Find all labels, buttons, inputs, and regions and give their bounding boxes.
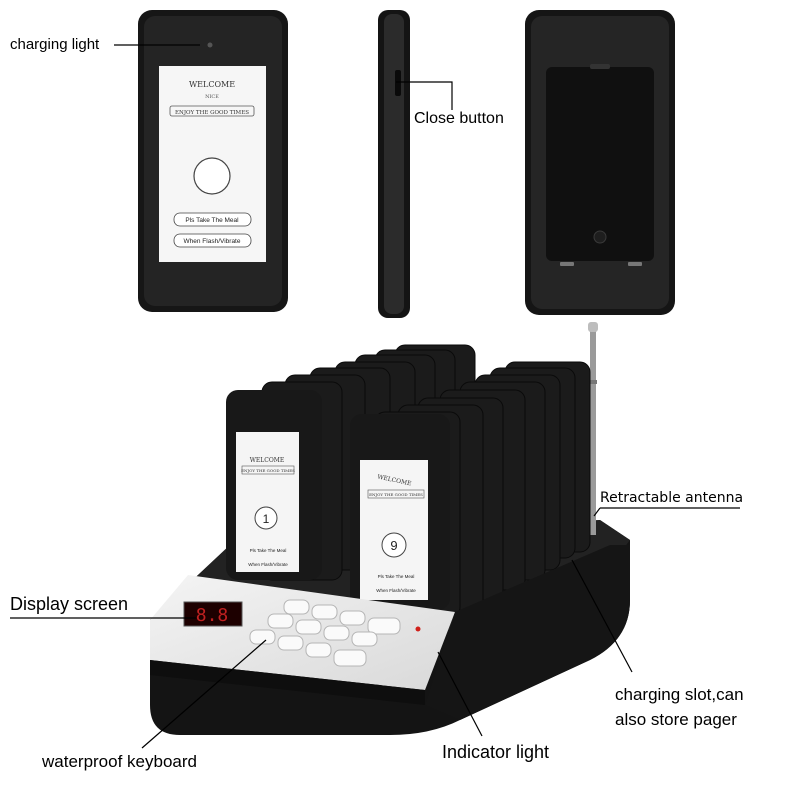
label-indicator-light: Indicator light	[442, 742, 550, 762]
label-charging-slot: charging slot,can also store pager	[615, 682, 744, 732]
base-pager-1-welcome: WELCOME	[250, 457, 285, 464]
pager-side	[378, 10, 410, 318]
label-waterproof-keyboard: waterproof keyboard	[42, 752, 197, 771]
base-pager-1-meal: Pls Take The Meal	[250, 548, 287, 553]
indicator-light-dot	[415, 626, 421, 632]
pager-number-9: 9	[390, 538, 397, 553]
label-retractable-antenna: Retractable antenna	[600, 490, 744, 506]
waterproof-keypad	[249, 599, 401, 667]
label-display-screen: Display screen	[10, 594, 129, 614]
base-pager-9-meal: Pls Take The Meal	[378, 574, 415, 579]
antenna-rod	[590, 330, 596, 535]
pager-take-meal: Pls Take The Meal	[185, 217, 239, 224]
charging-base: WELCOME ENJOY THE GOOD TIMES 1 Pls Take …	[150, 322, 630, 735]
pager-number-1: 1	[263, 512, 270, 526]
base-pager-1-flash: When Flash/Vibrate	[248, 562, 288, 567]
label-close-button: Close button	[414, 110, 504, 127]
pager-enjoy: ENJOY THE GOOD TIMES	[175, 110, 249, 116]
pager-nice: NICE	[205, 94, 219, 100]
label-charging-slot-line1: charging slot,can	[615, 685, 744, 704]
pager-back	[525, 10, 675, 315]
charging-light-indicator	[207, 42, 213, 48]
callout-lines	[10, 44, 740, 749]
close-button-shape	[395, 70, 401, 96]
base-pager-9-enjoy: ENJOY THE GOOD TIMES	[369, 492, 423, 497]
pager-flash: When Flash/Vibrate	[184, 238, 241, 245]
base-pager-9-flash: When Flash/Vibrate	[376, 588, 416, 593]
pager-circle	[193, 157, 231, 195]
label-charging-light: charging light	[10, 36, 100, 53]
base-display-screen	[183, 601, 243, 627]
base-pager-1-enjoy: ENJOY THE GOOD TIMES	[241, 468, 295, 473]
label-charging-slot-line2: also store pager	[615, 710, 737, 729]
pager-welcome: WELCOME	[189, 80, 235, 89]
base-display-value: 8.8	[196, 605, 229, 626]
pager-front: WELCOME NICE ENJOY THE GOOD TIMES Pls Ta…	[138, 10, 288, 312]
